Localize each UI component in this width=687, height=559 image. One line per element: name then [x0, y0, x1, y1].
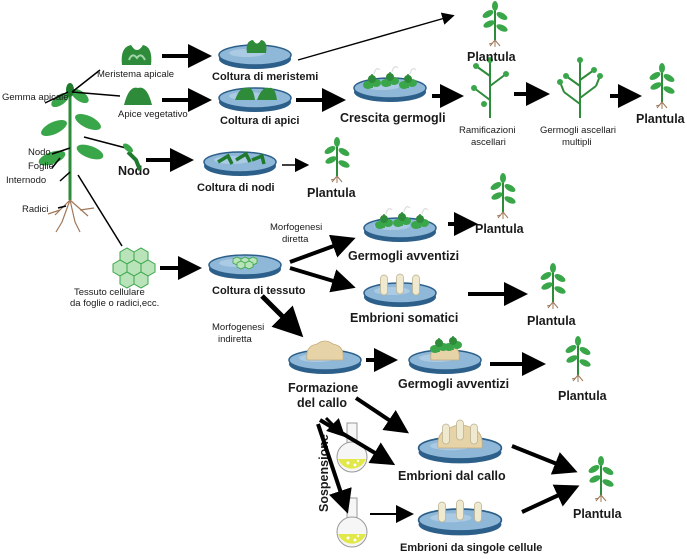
node-explant-icon [123, 143, 142, 171]
label-germogli-avventizi-2: Germogli avventizi [398, 377, 509, 391]
germogli-multipli-icon [557, 57, 603, 118]
label-meristema-apicale: Meristema apicale [97, 69, 174, 80]
label-nodo-explant: Nodo [118, 164, 150, 178]
label-germogli-ascellari-2: multipli [562, 137, 592, 148]
label-ramificazioni-1: Ramificazioni [459, 125, 516, 136]
label-embrioni-somatici: Embrioni somatici [350, 311, 458, 325]
label-gemma-apicale: Gemma apicale [2, 92, 69, 103]
dish-crescita-germogli [353, 66, 427, 103]
dish-embrioni-cellule [417, 499, 503, 537]
ramificazioni-icon [471, 57, 509, 118]
suspension-flask-1 [336, 422, 368, 473]
label-internodo: Internodo [6, 175, 46, 186]
apex-explant-icon [124, 87, 152, 105]
label-coltura-meristemi: Coltura di meristemi [212, 71, 318, 83]
dish-germogli-avventizi-diretti [363, 206, 437, 243]
plantula-icon-1 [480, 0, 510, 48]
label-germogli-ascellari-1: Germogli ascellari [540, 125, 616, 136]
label-foglie: Foglie [28, 161, 54, 172]
label-coltura-tessuto: Coltura di tessuto [212, 285, 306, 297]
label-embrioni-cellule: Embrioni da singole cellule [400, 542, 542, 554]
label-apice-vegetativo: Apice vegetativo [118, 109, 188, 120]
tissue-cells-icon [112, 247, 156, 289]
label-morfogenesi-diretta-2: diretta [282, 234, 309, 245]
label-plantula-2: Plantula [636, 112, 686, 126]
label-embrioni-callo: Embrioni dal callo [398, 469, 506, 483]
label-morfogenesi-indiretta-2: indiretta [218, 334, 253, 345]
plantula-icon-6 [563, 335, 593, 383]
label-germogli-avventizi-1: Germogli avventizi [348, 249, 459, 263]
dish-embrioni-somatici [363, 273, 437, 308]
label-radici: Radici [22, 204, 48, 215]
dish-coltura-apici [218, 87, 292, 113]
label-tessuto-1: Tessuto cellulare [74, 287, 145, 298]
plantula-icon-3 [322, 136, 352, 184]
label-formazione-2: del callo [297, 396, 347, 410]
plantula-icon-5 [538, 262, 568, 310]
label-plantula-7: Plantula [573, 507, 623, 521]
plant-part-pointers [44, 69, 127, 247]
label-nodo: Nodo [28, 147, 51, 158]
label-plantula-3: Plantula [307, 186, 357, 200]
dish-embrioni-callo [417, 419, 503, 465]
label-plantula-4: Plantula [475, 222, 525, 236]
flow-arrows [146, 12, 642, 523]
suspension-flask-2 [336, 497, 368, 548]
label-crescita-germogli: Crescita germogli [340, 111, 446, 125]
label-morfogenesi-indiretta-1: Morfogenesi [212, 322, 264, 333]
plantula-icon-7 [586, 455, 616, 503]
label-coltura-nodi: Coltura di nodi [197, 182, 275, 194]
dish-coltura-nodi [203, 151, 277, 177]
label-morfogenesi-diretta-1: Morfogenesi [270, 222, 322, 233]
dish-coltura-tessuto [208, 254, 282, 280]
label-plantula-6: Plantula [558, 389, 608, 403]
plantula-icon-2 [647, 62, 677, 110]
label-plantula-5: Plantula [527, 314, 577, 328]
dish-coltura-meristemi [218, 40, 292, 70]
label-ramificazioni-2: ascellari [471, 137, 506, 148]
label-coltura-apici: Coltura di apici [220, 115, 299, 127]
plantula-icon-4 [488, 172, 518, 220]
meristem-explant-icon [121, 45, 152, 65]
dish-formazione-callo [288, 340, 362, 375]
label-tessuto-2: da foglie o radici,ecc. [70, 298, 159, 309]
dish-germogli-avventizi-callo [408, 335, 482, 375]
source-plant [38, 83, 104, 233]
label-plantula-1: Plantula [467, 50, 517, 64]
label-formazione-1: Formazione [288, 381, 358, 395]
